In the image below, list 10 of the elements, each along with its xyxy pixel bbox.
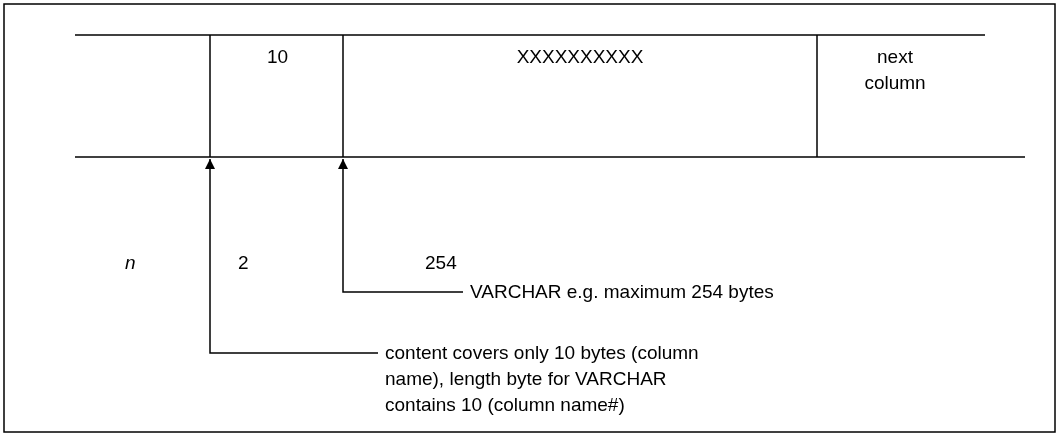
field-length: 254 [425, 251, 457, 275]
annotation-text: VARCHAR e.g. maximum 254 bytes [470, 279, 870, 305]
leader-arrow [338, 158, 464, 293]
field-value: XXXXXXXXXX [360, 44, 800, 70]
field-value: 10 [230, 44, 325, 70]
annotation-text: content covers only 10 bytes (column name), length byte for VARCHAR contains 10 (column name#) [385, 340, 735, 418]
field-length: n [125, 251, 136, 275]
leader-arrow [205, 158, 379, 354]
field-value: next column [850, 44, 940, 96]
field-length: 2 [238, 251, 249, 275]
